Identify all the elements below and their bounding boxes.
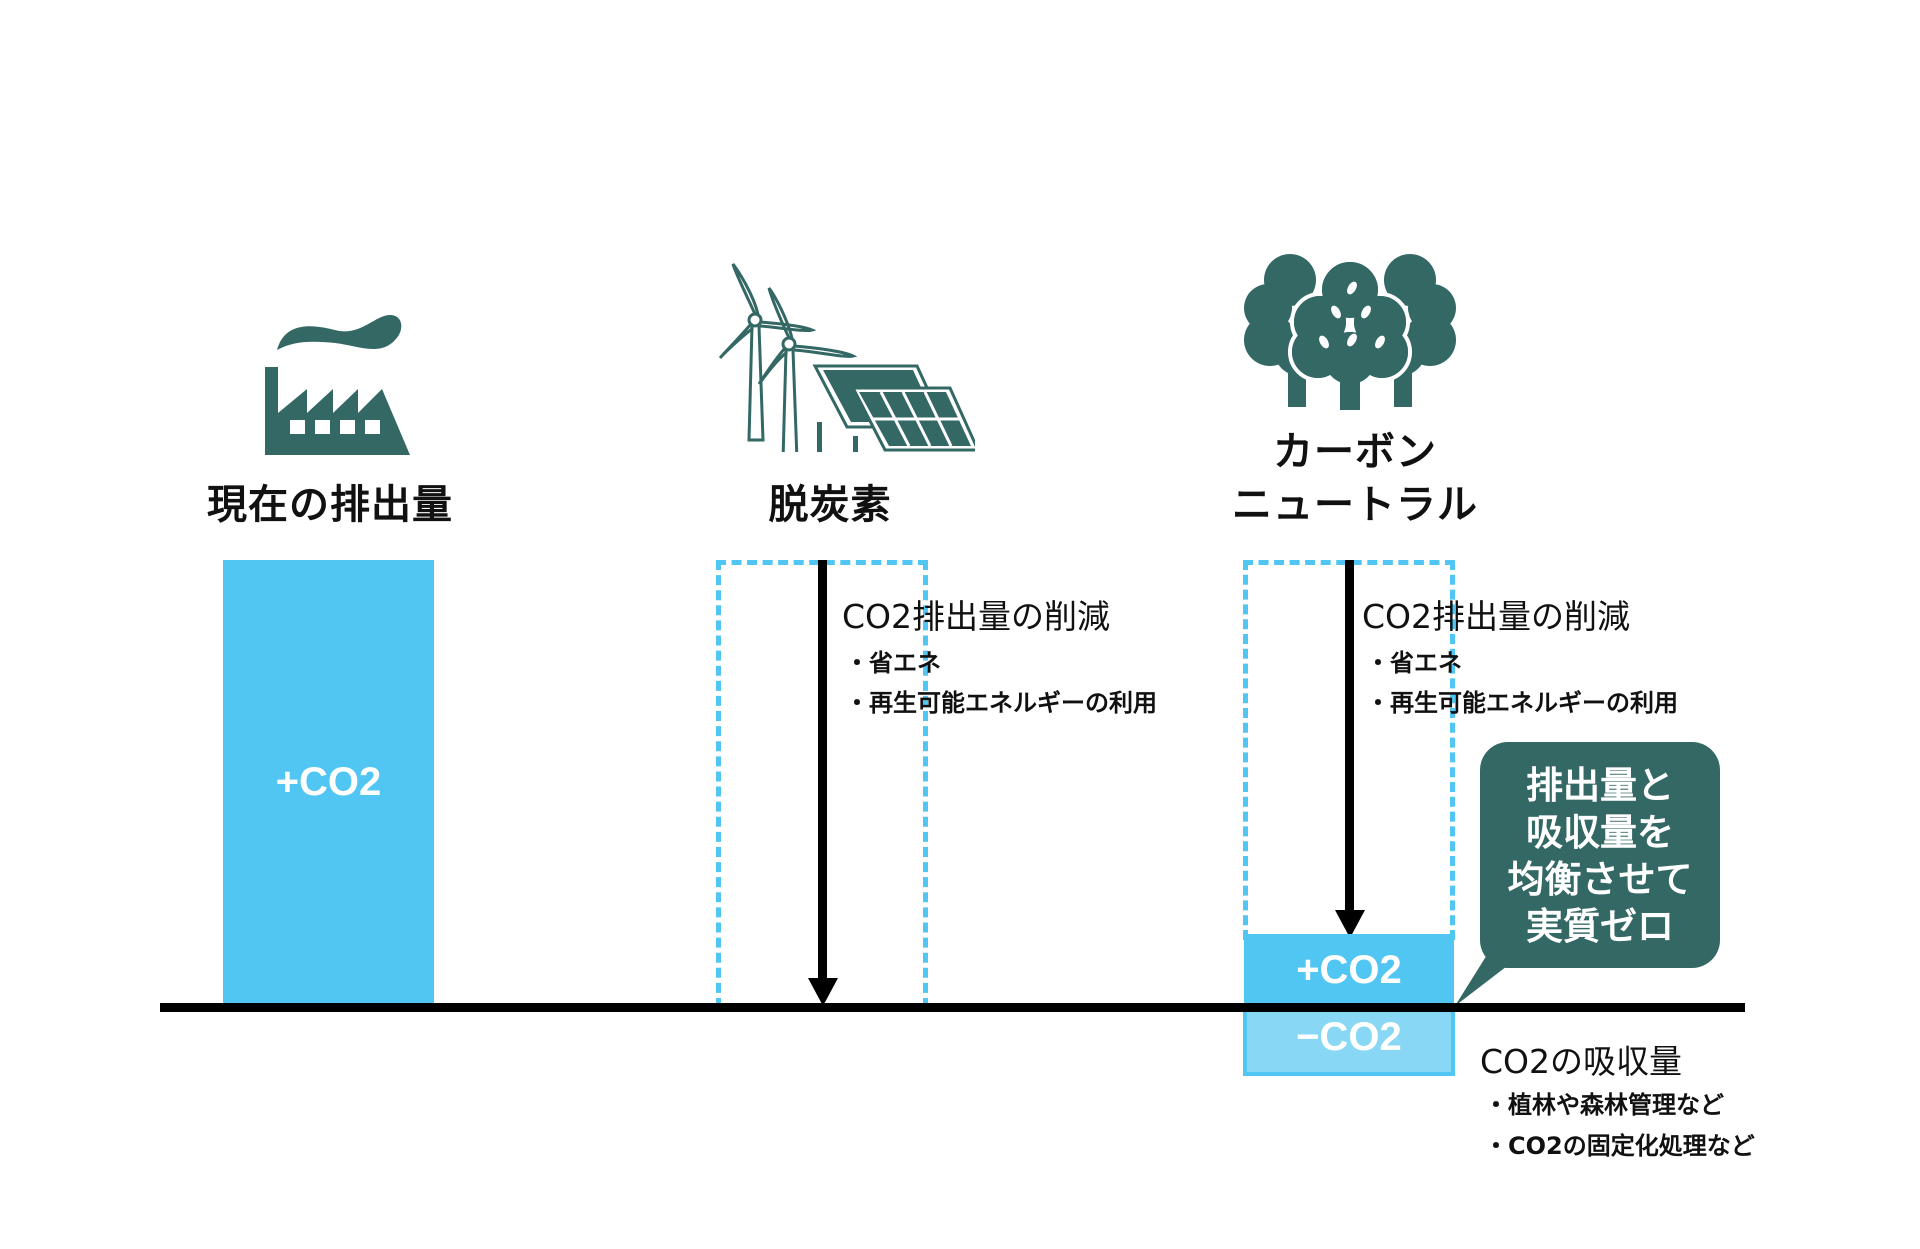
reduction-item: ・省エネ — [845, 649, 941, 677]
reduction-title: CO2排出量の削減 — [842, 597, 1111, 636]
callout-line: 実質ゼロ — [1526, 905, 1674, 948]
absorption-label: −CO2 — [1296, 1015, 1402, 1059]
reduction-arrow-shaft — [818, 560, 827, 980]
wind-solar-icon — [705, 252, 981, 462]
carbon-neutral-reduction-arrow-shaft — [1345, 560, 1354, 912]
callout-line: 均衡させて — [1507, 858, 1693, 901]
column-heading-carbon-neutral-line1: カーボン — [1273, 429, 1437, 475]
current-emission-label: +CO2 — [275, 760, 382, 804]
absorption-bar — [1243, 1008, 1455, 1076]
column-heading-decarbonization: 脱炭素 — [768, 482, 892, 528]
column-heading-current: 現在の排出量 — [207, 482, 453, 528]
residual-emission-bar — [1244, 934, 1454, 1006]
reduction-item: ・再生可能エネルギーの利用 — [845, 689, 1157, 717]
callout-line: 吸収量を — [1526, 811, 1674, 854]
carbon-neutral-reduction-item: ・省エネ — [1366, 649, 1462, 677]
reduction-arrow-head — [808, 978, 838, 1006]
current-emission-bar — [223, 560, 434, 1008]
carbon-neutral-reduction-arrow-head — [1335, 910, 1365, 938]
residual-emission-label: +CO2 — [1296, 948, 1402, 992]
zero-baseline — [160, 1003, 1745, 1012]
trees-icon — [1240, 250, 1460, 410]
carbon-neutral-reduction-item: ・再生可能エネルギーの利用 — [1366, 689, 1678, 717]
factory-icon — [255, 295, 415, 455]
balance-callout: 排出量と 吸収量を 均衡させて 実質ゼロ — [1480, 742, 1720, 968]
carbon-neutral-reduction-title: CO2排出量の削減 — [1362, 597, 1631, 636]
absorption-item: ・CO2の固定化処理など — [1484, 1132, 1755, 1160]
absorption-item: ・植林や森林管理など — [1484, 1091, 1724, 1119]
callout-pointer — [1455, 950, 1528, 1006]
callout-line: 排出量と — [1526, 764, 1674, 807]
absorption-title: CO2の吸収量 — [1480, 1042, 1683, 1081]
column-heading-carbon-neutral-line2: ニュートラル — [1232, 482, 1478, 528]
